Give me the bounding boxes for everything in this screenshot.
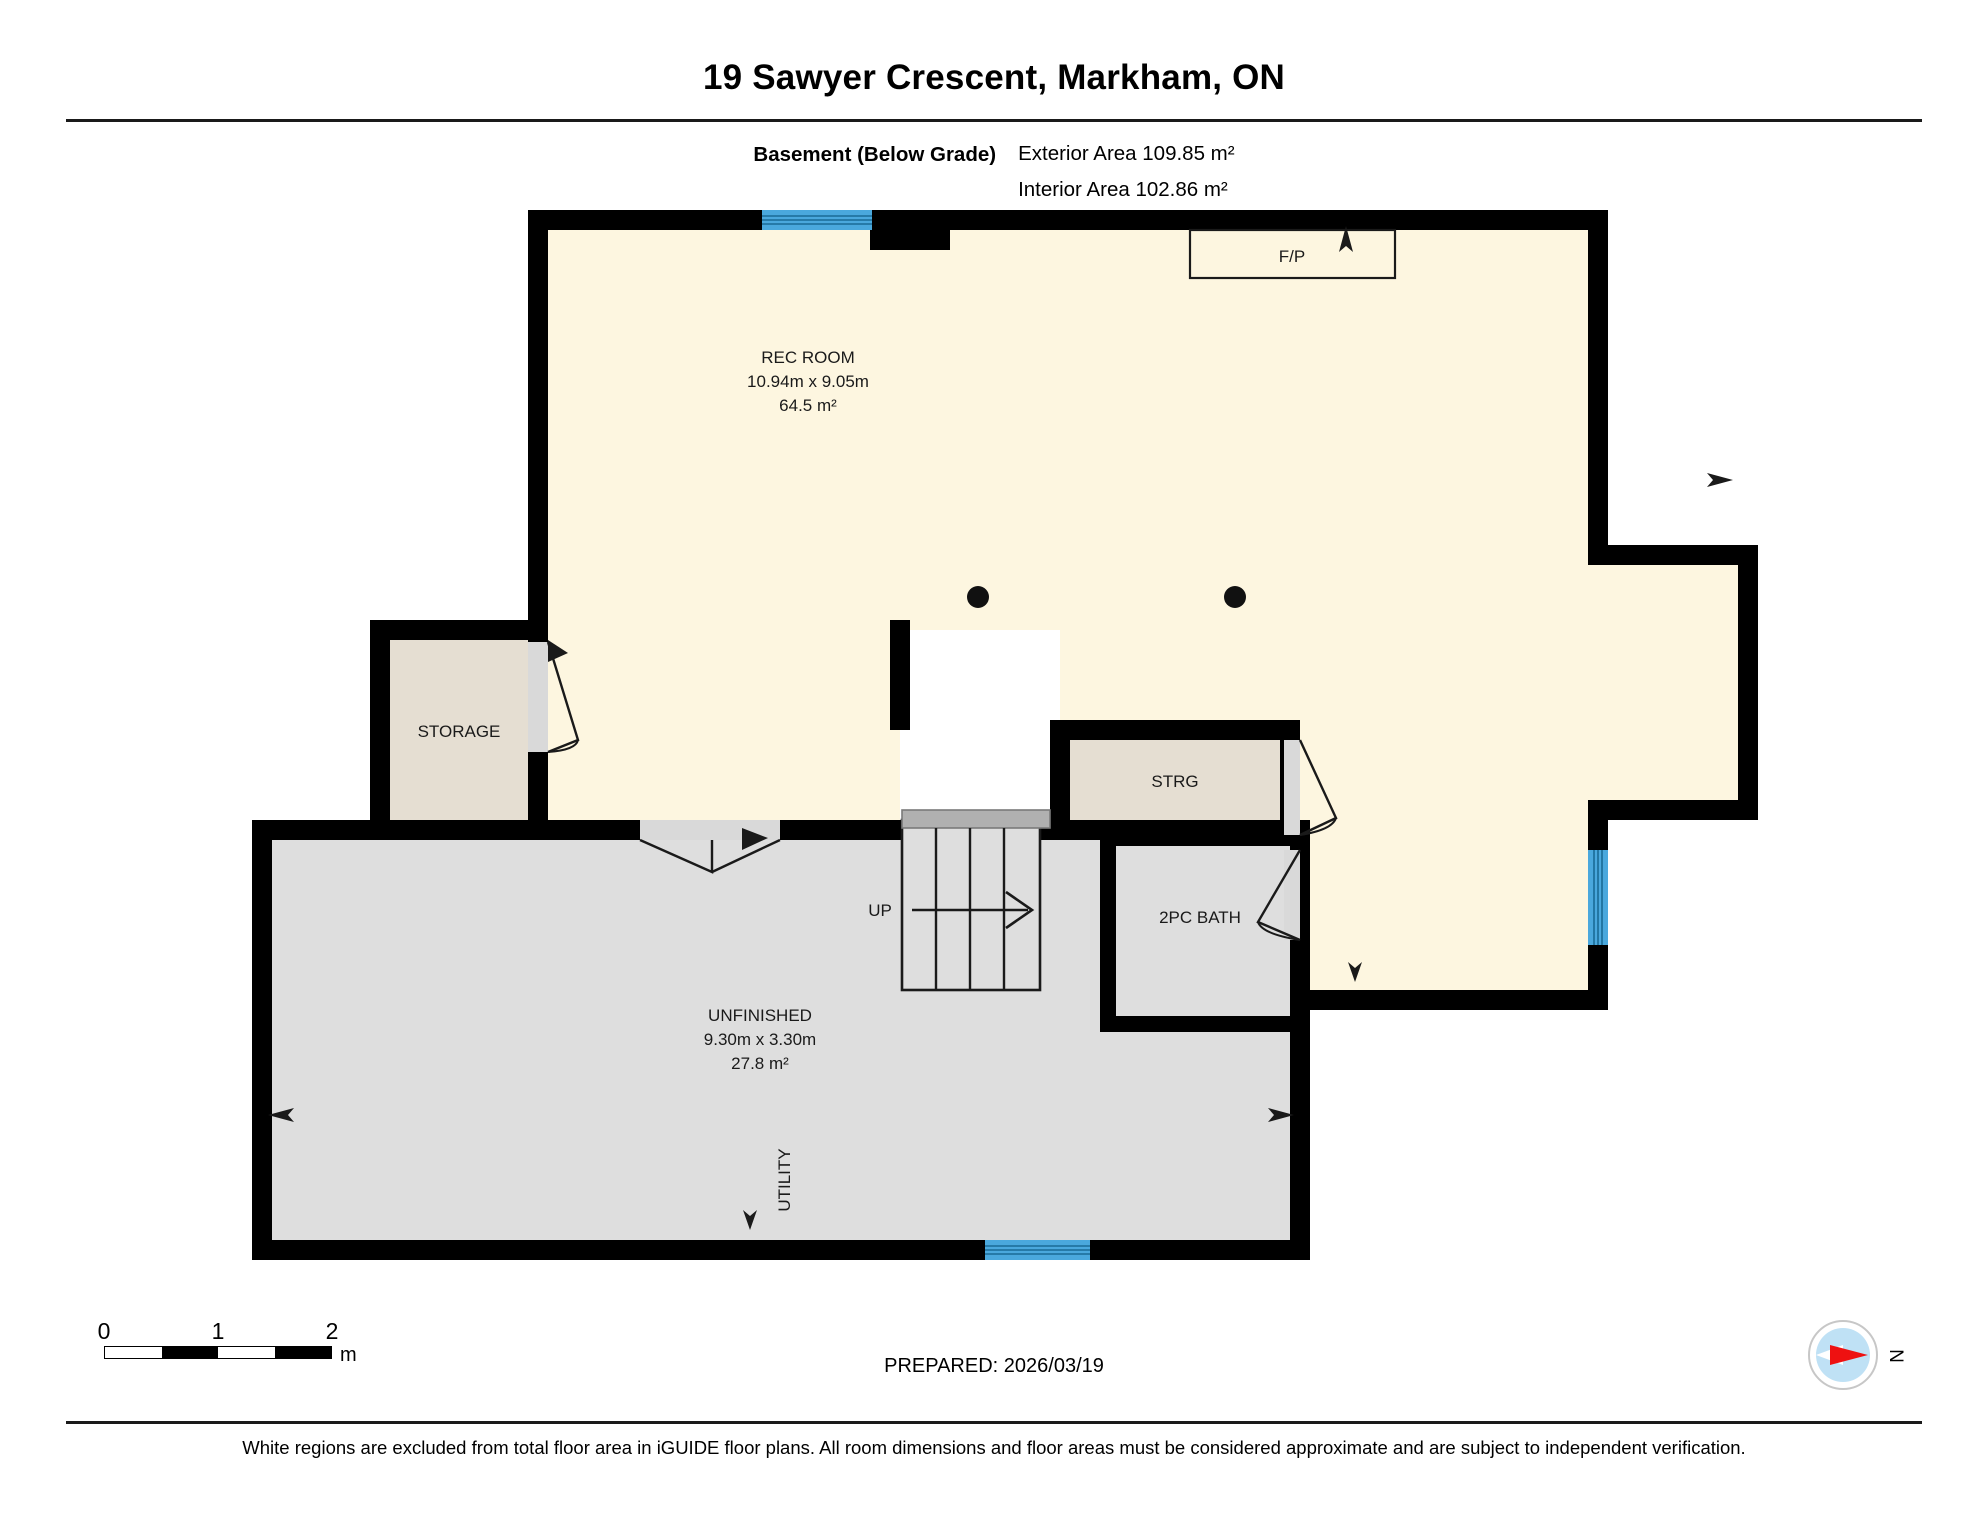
scale-tick-2: 2 xyxy=(325,1318,339,1344)
scale-segment xyxy=(218,1347,275,1358)
scale-segment xyxy=(105,1347,162,1358)
exterior-walls xyxy=(252,210,1758,1260)
room-label-rec-room: REC ROOM xyxy=(761,348,855,367)
room-label-strg: STRG xyxy=(1151,772,1198,791)
window-bottom xyxy=(985,1240,1090,1260)
strg-floor xyxy=(1060,730,1290,835)
compass-north-label: N xyxy=(1884,1349,1906,1363)
interior-area-text: Interior Area 102.86 m² xyxy=(1018,178,1228,201)
window-right xyxy=(1588,850,1608,945)
scale-segment xyxy=(274,1347,331,1358)
room-dim-unfinished: 9.30m x 3.30m xyxy=(704,1030,816,1049)
doors xyxy=(528,640,1338,942)
scale-segments xyxy=(104,1346,332,1359)
floor-label: Basement (Below Grade) xyxy=(753,143,997,166)
windows xyxy=(762,210,1608,1260)
direction-markers xyxy=(268,226,1733,1230)
unfinished-floor xyxy=(262,830,1300,1250)
marker-arrow-right xyxy=(1707,473,1733,487)
scale-tick-0: 0 xyxy=(97,1318,111,1344)
door-unfinished xyxy=(639,820,781,874)
rec-room-lower-strip xyxy=(538,710,900,830)
photo-point[interactable] xyxy=(1224,586,1246,608)
door-strg xyxy=(1284,739,1338,837)
stairs-label: UP xyxy=(868,901,892,920)
room-area-rec-room: 64.5 m² xyxy=(779,396,837,415)
scale-tick-1: 1 xyxy=(211,1318,225,1344)
scale-segment xyxy=(161,1347,218,1358)
marker-arrow-down-2 xyxy=(1348,962,1362,982)
door-storage xyxy=(528,640,580,754)
scale-unit-label: m xyxy=(340,1344,357,1366)
photo-point[interactable] xyxy=(967,586,989,608)
compass-icon xyxy=(1808,1320,1878,1390)
storage-floor xyxy=(380,630,538,830)
door-bath xyxy=(1256,849,1302,942)
room-dim-rec-room: 10.94m x 9.05m xyxy=(747,372,869,391)
floor-plan-drawing[interactable]: UP F/P xyxy=(0,210,1988,1290)
stairs-up[interactable] xyxy=(900,809,1051,992)
fireplace xyxy=(1188,228,1397,280)
prepared-date: PREPARED: 2026/03/19 xyxy=(884,1355,1104,1377)
fireplace-label: F/P xyxy=(1279,247,1305,266)
room-label-bath: 2PC BATH xyxy=(1159,908,1241,927)
footer-divider xyxy=(66,1421,1922,1424)
marker-arrow-right-2 xyxy=(1268,1108,1294,1122)
room-labels: REC ROOM 10.94m x 9.05m 64.5 m² STORAGE … xyxy=(418,348,1241,1212)
page-title: 19 Sawyer Crescent, Markham, ON xyxy=(702,58,1286,97)
scale-bar: 0 1 2 m xyxy=(98,1318,357,1366)
floor-plan-canvas[interactable]: UP F/P xyxy=(0,210,1988,1290)
disclaimer-text: White regions are excluded from total fl… xyxy=(242,1437,1746,1458)
room-label-unfinished: UNFINISHED xyxy=(708,1006,812,1025)
bulkhead-block xyxy=(870,228,950,250)
room-label-storage: STORAGE xyxy=(418,722,501,741)
title-divider xyxy=(66,119,1922,122)
scale-tick-labels: 0 1 2 xyxy=(98,1318,339,1346)
marker-arrow-up xyxy=(1339,226,1353,252)
rec-room-floor xyxy=(538,220,1748,1000)
window-top xyxy=(762,210,872,230)
marker-arrow-left xyxy=(268,1108,294,1122)
room-area-unfinished: 27.8 m² xyxy=(731,1054,789,1073)
exterior-area-text: Exterior Area 109.85 m² xyxy=(1018,142,1235,165)
plan-subheader: Basement (Below Grade) Exterior Area 109… xyxy=(0,142,1988,202)
marker-arrow-down xyxy=(743,1210,757,1230)
room-label-utility: UTILITY xyxy=(775,1148,794,1211)
